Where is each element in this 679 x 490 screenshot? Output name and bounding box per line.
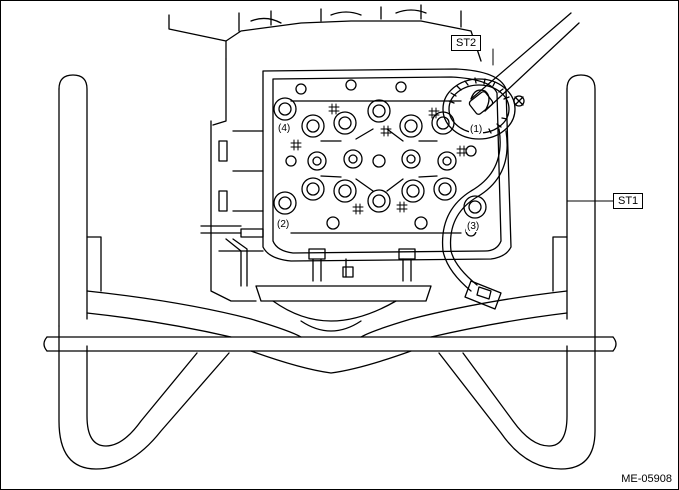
engine-stand-frame [43, 74, 617, 470]
head-bolts [273, 97, 487, 219]
st2-callout: ST2 [451, 35, 482, 51]
bolt-3-label: (3) [466, 221, 481, 232]
valve-spring-array [285, 79, 477, 237]
figure-id: ME-05908 [621, 473, 672, 485]
angle-gauge-wrench [441, 12, 580, 310]
bolt-1-label: (1) [469, 124, 484, 135]
engine-block [168, 4, 512, 302]
leader-lines [492, 48, 614, 202]
hatch-marks [290, 103, 468, 215]
st1-callout: ST1 [613, 193, 644, 209]
bolt-2-label: (2) [276, 219, 291, 230]
bolt-4-label: (4) [277, 123, 292, 134]
